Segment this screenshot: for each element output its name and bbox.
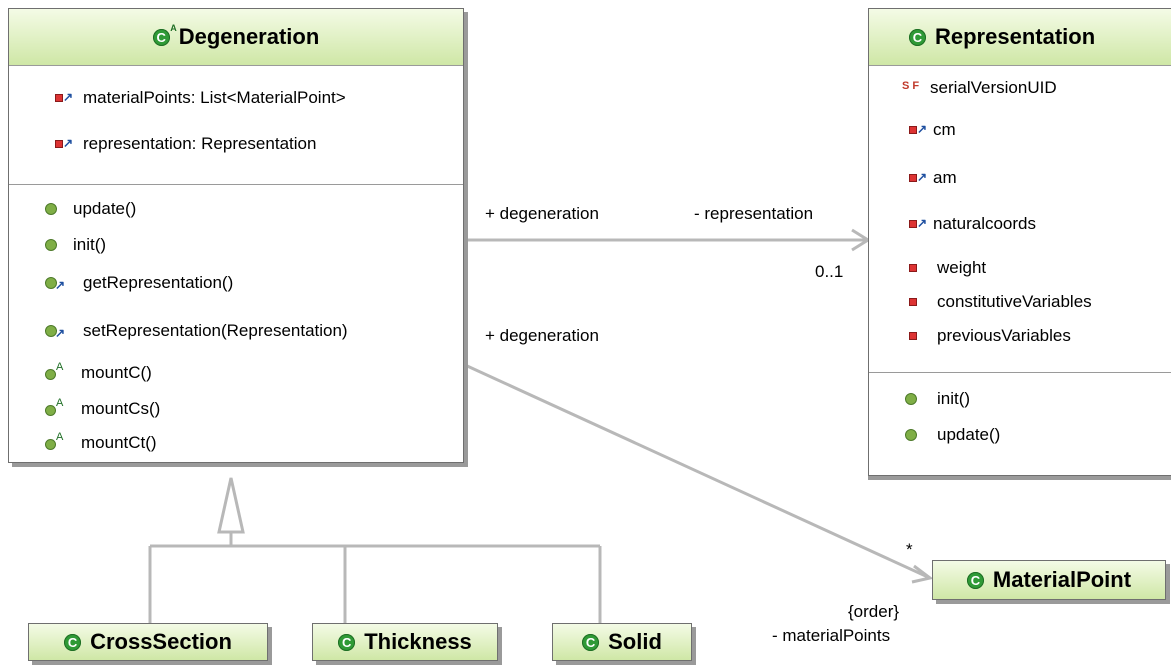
field-row[interactable]: weight	[909, 258, 986, 278]
class-thickness[interactable]: C Thickness	[312, 623, 498, 661]
class-title: Thickness	[364, 629, 472, 654]
association-target-role: - materialPoints	[772, 626, 891, 645]
protected-field-icon	[909, 171, 927, 185]
association-materialpoints-arrowhead	[911, 564, 934, 584]
fields-section: materialPoints: List<MaterialPoint> repr…	[9, 65, 463, 184]
method-row[interactable]: init()	[45, 235, 106, 255]
field-row[interactable]: previousVariables	[909, 326, 1071, 346]
association-multiplicity: *	[906, 540, 913, 559]
private-field-icon	[909, 329, 927, 343]
field-row[interactable]: constitutiveVariables	[909, 292, 1092, 312]
class-title: Representation	[935, 24, 1096, 49]
class-title: Degeneration	[178, 24, 320, 49]
abstract-method-icon	[45, 361, 71, 380]
abstract-method-icon	[45, 431, 71, 450]
class-solid[interactable]: C Solid	[552, 623, 692, 661]
class-header: C Representation	[869, 9, 1171, 65]
class-title: Solid	[608, 629, 662, 654]
methods-section: update() init() getRepresentation() setR…	[9, 184, 463, 455]
method-row[interactable]: mountCs()	[45, 397, 160, 419]
field-row[interactable]: cm	[909, 120, 956, 140]
association-multiplicity: 0..1	[815, 262, 844, 281]
method-row[interactable]: mountCt()	[45, 431, 157, 453]
class-title: CrossSection	[90, 629, 232, 654]
class-crosssection[interactable]: C CrossSection	[28, 623, 268, 661]
generalization-triangle	[217, 477, 245, 534]
field-row[interactable]: materialPoints: List<MaterialPoint>	[55, 88, 346, 108]
private-field-icon	[909, 295, 927, 309]
class-header: C CrossSection	[29, 624, 267, 660]
protected-field-icon	[909, 217, 927, 231]
protected-field-icon	[55, 137, 73, 151]
class-icon: C	[966, 571, 984, 589]
method-row[interactable]: update()	[905, 425, 1000, 445]
public-method-icon	[905, 392, 923, 406]
class-icon: C	[64, 633, 82, 651]
public-method-icon	[45, 238, 63, 252]
protected-method-icon	[45, 324, 73, 339]
class-title: MaterialPoint	[992, 567, 1132, 592]
field-row[interactable]: naturalcoords	[909, 214, 1036, 234]
protected-field-icon	[909, 123, 927, 137]
class-header: C Thickness	[313, 624, 497, 660]
public-method-icon	[905, 428, 923, 442]
method-row[interactable]: setRepresentation(Representation)	[45, 321, 348, 341]
field-row[interactable]: representation: Representation	[55, 134, 316, 154]
abstract-method-icon	[45, 397, 71, 416]
method-row[interactable]: update()	[45, 199, 136, 219]
class-icon: C	[582, 633, 600, 651]
class-icon: C	[909, 28, 926, 46]
class-header: C Solid	[553, 624, 691, 660]
class-materialpoint[interactable]: C MaterialPoint	[932, 560, 1166, 600]
public-method-icon	[45, 202, 63, 216]
association-source-role: + degeneration	[485, 204, 599, 223]
method-row[interactable]: init()	[905, 389, 970, 409]
protected-field-icon	[55, 91, 73, 105]
class-icon: C	[338, 633, 356, 651]
field-row[interactable]: am	[909, 168, 957, 188]
methods-section: init() update()	[869, 372, 1171, 477]
class-header: C MaterialPoint	[933, 561, 1165, 599]
method-row[interactable]: mountC()	[45, 361, 152, 383]
association-target-role: - representation	[694, 204, 814, 223]
method-row[interactable]: getRepresentation()	[45, 273, 233, 293]
protected-method-icon	[45, 276, 73, 291]
association-source-role: + degeneration	[485, 326, 599, 345]
association-materialpoints-line	[464, 363, 931, 580]
static-final-field-icon: S F	[902, 80, 920, 92]
class-degeneration[interactable]: CA Degeneration materialPoints: List<Mat…	[8, 8, 464, 463]
association-constraint: {order}	[848, 602, 900, 621]
private-field-icon	[909, 261, 927, 275]
